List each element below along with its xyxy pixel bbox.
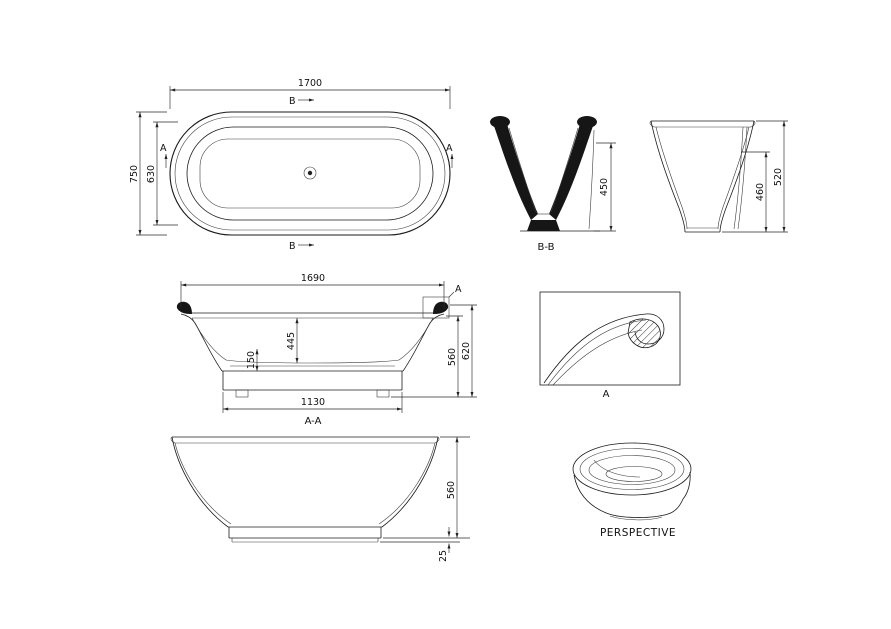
aa-base-width-dim: 1130 bbox=[301, 397, 325, 408]
detail-hatched-section bbox=[627, 318, 661, 349]
section-aa-label: A-A bbox=[305, 416, 322, 427]
perspective-rim-inner bbox=[579, 448, 685, 490]
tub-outer-rim bbox=[169, 111, 451, 236]
perspective-label: PERSPECTIVE bbox=[600, 527, 676, 539]
front-right-flare bbox=[381, 436, 439, 528]
plan-width-dim: 1700 bbox=[298, 78, 322, 89]
body-right-curve bbox=[402, 313, 445, 372]
end-outer-height-dim: 520 bbox=[773, 168, 784, 186]
section-marker-a-left: A bbox=[160, 143, 167, 154]
detail-a-label: A bbox=[603, 389, 610, 400]
section-left-wall bbox=[494, 124, 538, 220]
end-inner-height-dim: 460 bbox=[755, 183, 766, 201]
detail-callout-label: A bbox=[455, 284, 462, 295]
plan-height-outer-dim: 750 bbox=[129, 165, 140, 183]
front-view: 560 25 bbox=[170, 436, 470, 562]
plan-view: 1700 750 630 B B A A bbox=[129, 78, 454, 252]
detail-frame bbox=[539, 291, 681, 386]
section-marker-b-bottom: B bbox=[289, 241, 296, 252]
foot-right bbox=[376, 389, 390, 398]
section-aa-view: A 1690 445 150 560 620 1130 A-A bbox=[176, 273, 477, 427]
section-bb-height-dim: 450 bbox=[599, 178, 610, 196]
perspective-basin-bottom bbox=[605, 466, 663, 482]
front-height-dim: 560 bbox=[446, 481, 457, 499]
tub-basin-opening bbox=[186, 126, 434, 221]
front-toe-dim: 25 bbox=[438, 550, 449, 562]
rim-lip-right bbox=[433, 301, 449, 314]
perspective-basin-opening bbox=[588, 455, 676, 485]
tub-basin-bottom bbox=[199, 138, 421, 209]
aa-depth-dim: 445 bbox=[286, 332, 297, 350]
drain-outline bbox=[303, 166, 317, 180]
end-view: 460 520 bbox=[649, 120, 788, 233]
section-floor bbox=[527, 220, 560, 231]
foot-left bbox=[235, 389, 249, 398]
aa-width-dim: 1690 bbox=[301, 273, 325, 284]
front-left-flare bbox=[171, 436, 229, 528]
section-right-wall bbox=[549, 124, 593, 220]
aa-rim-height-dim: 560 bbox=[447, 348, 458, 366]
drain-hole bbox=[307, 170, 313, 176]
section-marker-a-right: A bbox=[446, 143, 453, 154]
aa-plinth-dim: 150 bbox=[246, 351, 257, 369]
section-marker-b-top: B bbox=[289, 96, 296, 107]
detail-callout-box bbox=[422, 296, 450, 319]
detail-a-view: A bbox=[539, 291, 681, 400]
section-bb-view: 450 B-B bbox=[490, 116, 616, 253]
section-bb-label: B-B bbox=[538, 242, 555, 253]
end-right-flare bbox=[719, 120, 755, 233]
tub-rim-inner-edge bbox=[174, 116, 446, 231]
rim-lip-left bbox=[176, 301, 192, 314]
perspective-view: PERSPECTIVE bbox=[572, 442, 692, 539]
aa-total-height-dim: 620 bbox=[461, 342, 472, 360]
perspective-rim-outer bbox=[572, 442, 692, 496]
end-left-flare bbox=[650, 120, 686, 233]
body-left-curve bbox=[180, 313, 223, 372]
plan-height-inner-dim: 630 bbox=[146, 165, 157, 183]
